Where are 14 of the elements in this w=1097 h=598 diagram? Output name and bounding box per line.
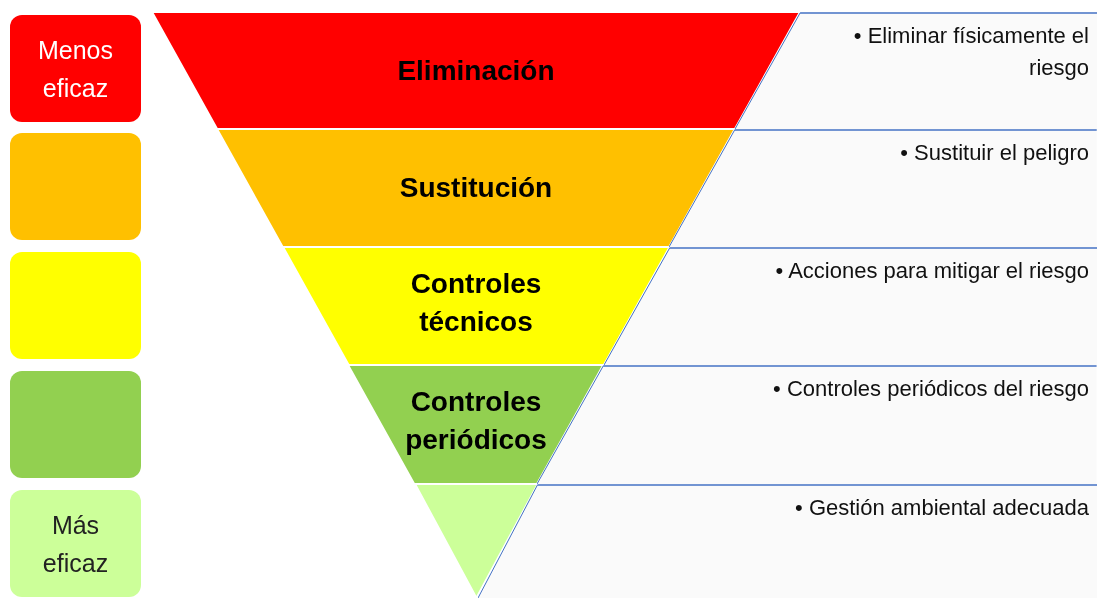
level-label: Eliminación [396, 54, 556, 88]
effectiveness-box: Más eficaz [10, 490, 141, 597]
bullet-text: • Eliminar físicamente el riesgo [852, 22, 1089, 82]
bullet-text: • Acciones para mitigar el riesgo [775, 257, 1089, 285]
effectiveness-box [10, 252, 141, 359]
bullet-text: • Gestión ambiental adecuada [795, 494, 1089, 522]
level-label: Controles periódicos [404, 385, 548, 457]
bullet-text: • Controles periódicos del riesgo [773, 375, 1089, 403]
level-label: Sustitución [398, 171, 554, 205]
effectiveness-box [10, 371, 141, 478]
bullet-text: • Sustituir el peligro [900, 139, 1089, 167]
effectiveness-box: Menos eficaz [10, 15, 141, 122]
level-label: Controles técnicos [409, 267, 543, 339]
effectiveness-box [10, 133, 141, 240]
